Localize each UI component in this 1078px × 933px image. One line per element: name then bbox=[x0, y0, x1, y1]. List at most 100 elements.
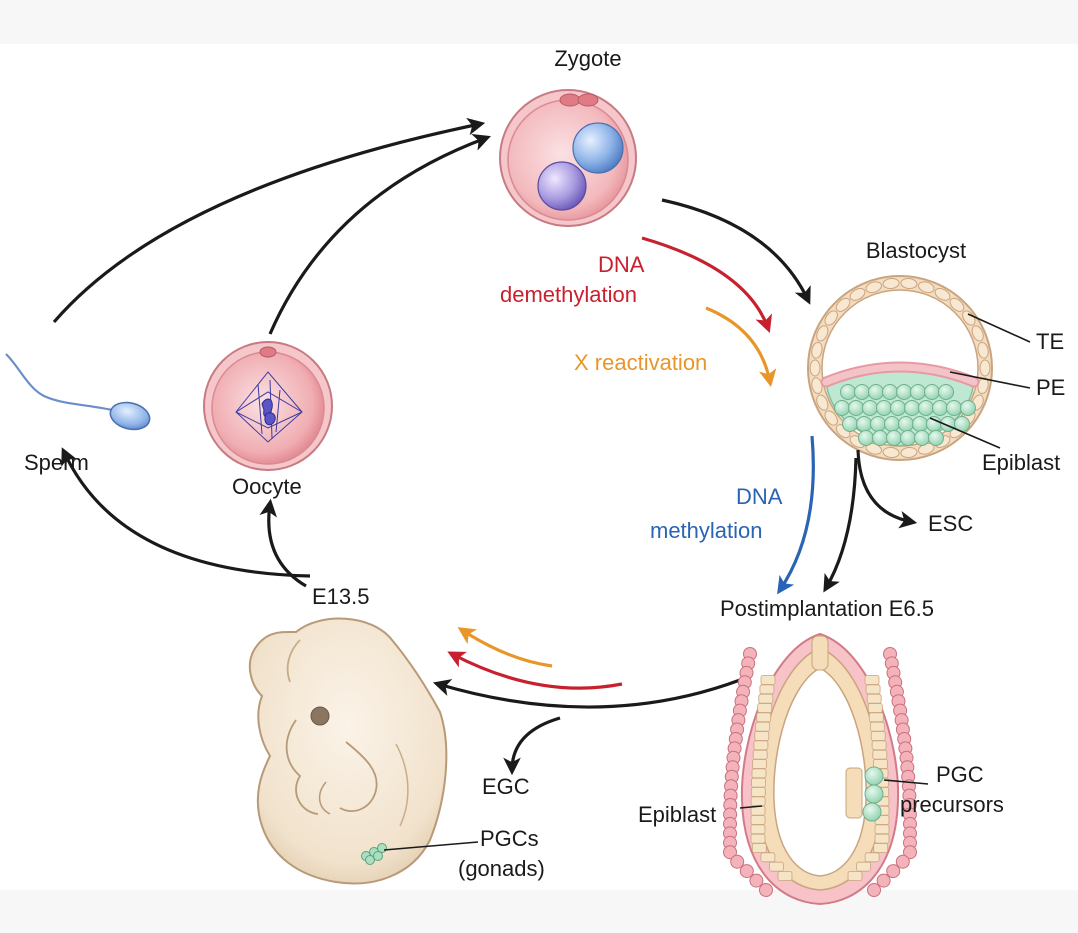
epiblast-cell bbox=[890, 400, 906, 416]
esc-arrow bbox=[856, 449, 918, 529]
epiblast-cell bbox=[900, 430, 916, 446]
te-leader-line bbox=[967, 313, 1031, 343]
epiblast-post-label: Epiblast bbox=[638, 802, 716, 827]
epiblast-cylinder-cell bbox=[777, 871, 793, 881]
epiblast-cylinder-cell bbox=[754, 731, 770, 741]
ve-cell bbox=[867, 883, 881, 897]
visceral-endoderm-cells bbox=[723, 647, 917, 897]
te-cell bbox=[809, 359, 821, 377]
egc-label: EGC bbox=[482, 774, 530, 799]
dna-demethylation-label-line2: demethylation bbox=[500, 282, 637, 307]
epiblast-cylinder-cell bbox=[757, 703, 773, 713]
te-cell bbox=[865, 281, 882, 294]
te-cell bbox=[816, 325, 829, 342]
pgc-precursors-label-line1: PGC bbox=[936, 762, 984, 787]
ve-cell bbox=[876, 873, 891, 888]
epiblast-cell bbox=[918, 400, 934, 416]
pgcs-label-line1: PGCs bbox=[480, 826, 539, 851]
te-cell bbox=[979, 359, 991, 377]
demethylation-arrow bbox=[641, 236, 773, 333]
te-cell bbox=[934, 288, 951, 301]
zygote-label: Zygote bbox=[554, 46, 621, 71]
x-reactivation-arrow bbox=[705, 306, 777, 388]
epiblast-cell bbox=[924, 384, 940, 400]
epiblast-cylinder-cell bbox=[865, 684, 881, 695]
epiblast-cylinder-cell bbox=[873, 843, 889, 853]
ve-cell bbox=[723, 845, 737, 860]
te-cell bbox=[849, 288, 866, 301]
pgcs-label-line2: (gonads) bbox=[458, 856, 545, 881]
epiblast-cylinder-cell bbox=[752, 759, 767, 769]
epiblast-cells bbox=[834, 384, 976, 446]
epiblast-post-leader-line bbox=[739, 805, 763, 809]
te-cell bbox=[824, 310, 838, 326]
epiblast-cylinder-cell bbox=[755, 721, 771, 732]
esc-label: ESC bbox=[928, 511, 973, 536]
epiblast-cylinder-cell bbox=[769, 861, 784, 872]
ve-cell bbox=[730, 854, 745, 869]
blastocyst-to-postimplantation-arrow bbox=[823, 457, 858, 593]
sperm-icon bbox=[5, 353, 151, 431]
epiblast-cylinder-cell bbox=[751, 777, 766, 788]
ve-cell bbox=[895, 854, 910, 869]
epiblast-cylinder-cell bbox=[869, 721, 885, 732]
te-cell bbox=[882, 446, 900, 459]
te-cell bbox=[835, 297, 851, 312]
te-cell bbox=[900, 446, 918, 459]
postimplantation-label: Postimplantation E6.5 bbox=[720, 596, 934, 621]
epiblast-cylinder-cell bbox=[758, 693, 774, 704]
blastocyst-label: Blastocyst bbox=[866, 238, 966, 263]
postimplantation-to-e135-arrow bbox=[432, 678, 741, 709]
ve-cell bbox=[749, 873, 764, 888]
e135-to-sperm-arrow bbox=[61, 447, 311, 578]
blastocyst-icon bbox=[807, 275, 993, 461]
epiblast-cell bbox=[928, 430, 944, 446]
epiblast-cell bbox=[854, 384, 870, 400]
epiblast-cylinder-cell bbox=[750, 787, 766, 797]
epiblast-cylinder-cell bbox=[751, 768, 767, 779]
epiblast-cell bbox=[856, 416, 872, 432]
ve-cell bbox=[903, 845, 917, 860]
ve-cell bbox=[739, 864, 754, 879]
te-cell bbox=[918, 281, 935, 294]
epiblast-cylinder-cells bbox=[750, 675, 890, 881]
epiblast-cell bbox=[904, 400, 920, 416]
zygote-cell-icon bbox=[499, 89, 637, 227]
sperm-label: Sperm bbox=[24, 450, 89, 475]
epiblast-cell bbox=[884, 416, 900, 432]
epiblast-cylinder-cell bbox=[760, 675, 776, 685]
te-cell bbox=[811, 341, 823, 359]
epiblast-cell bbox=[886, 430, 902, 446]
epiblast-cell bbox=[872, 430, 888, 446]
epiblast-cell bbox=[960, 400, 976, 416]
oocyte-to-zygote-arrow bbox=[268, 134, 491, 335]
epiblast-cell bbox=[842, 416, 858, 432]
epiblast-cylinder-cell bbox=[750, 796, 766, 807]
epiblast-cell bbox=[912, 416, 928, 432]
embryo-e13-icon bbox=[248, 617, 448, 885]
dna-demethylation-label-line1: DNA bbox=[598, 252, 645, 277]
pe-leader-line bbox=[949, 371, 1031, 389]
epiblast-cell bbox=[882, 384, 898, 400]
epiblast-cell bbox=[862, 400, 878, 416]
epiblast-cell bbox=[840, 384, 856, 400]
epiblast-cell bbox=[914, 430, 930, 446]
pgcs-leader-line bbox=[383, 841, 479, 851]
egg-cylinder-icon bbox=[723, 632, 917, 906]
epiblast-cylinder-cell bbox=[866, 693, 882, 704]
epiblast-cylinder-cell bbox=[872, 749, 888, 760]
te-cell bbox=[816, 394, 829, 411]
epiblast-cylinder-cell bbox=[760, 852, 776, 863]
epiblast-cell bbox=[910, 384, 926, 400]
epiblast-cylinder-cell bbox=[874, 824, 890, 835]
epiblast-cylinder-cell bbox=[750, 833, 766, 844]
e135-label: E13.5 bbox=[312, 584, 370, 609]
epiblast-cylinder-cell bbox=[750, 824, 766, 835]
te-cell bbox=[977, 341, 989, 359]
te-cell bbox=[882, 277, 900, 290]
epiblast-cell bbox=[898, 416, 914, 432]
methylation-arrow bbox=[777, 435, 815, 595]
te-cell bbox=[949, 297, 965, 312]
return-x-reactivation-arrow bbox=[457, 627, 553, 668]
